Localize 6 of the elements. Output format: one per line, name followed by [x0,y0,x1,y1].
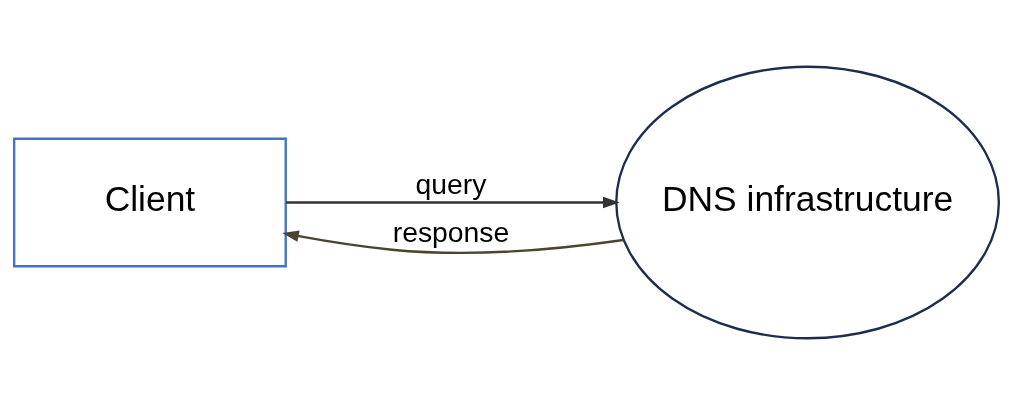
arrow [286,196,620,209]
edge-label: query [415,168,487,201]
node-box: Client [13,137,287,268]
edge-label: response [392,215,510,248]
arrow [282,230,624,254]
node-ellipse: DNS infrastructure [615,65,1000,340]
